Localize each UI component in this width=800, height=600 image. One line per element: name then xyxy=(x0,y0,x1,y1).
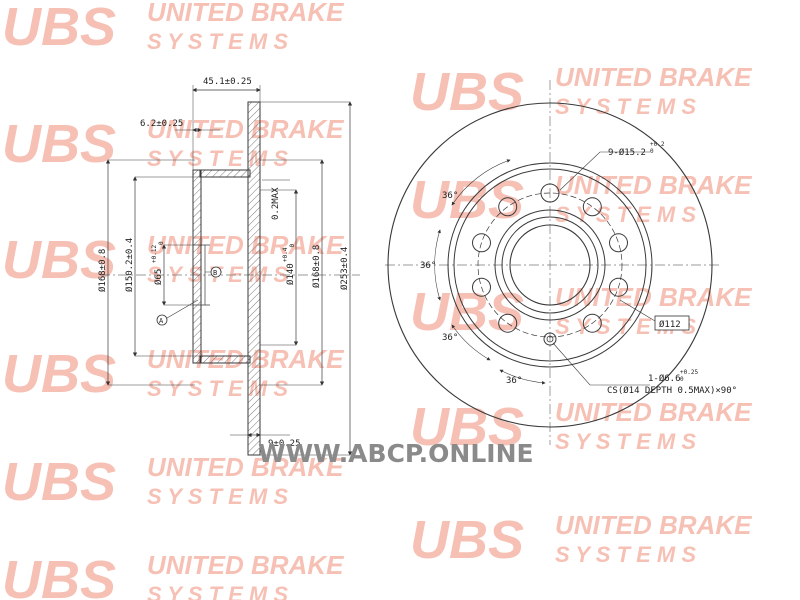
hat-inner-dim: Ø150.2±0.4 xyxy=(124,238,135,292)
svg-text:UNITED BRAKE: UNITED BRAKE xyxy=(147,114,344,144)
disc-diameter-dim: Ø253±0.4 xyxy=(339,247,350,290)
svg-text:UBS: UBS xyxy=(410,397,524,457)
bolt-hole xyxy=(472,277,491,297)
side-view xyxy=(100,85,360,456)
hub-inner-circle xyxy=(501,216,599,314)
friction-inner-circle xyxy=(447,162,653,368)
svg-text:S Y S T E M S: S Y S T E M S xyxy=(555,542,696,567)
svg-text:UBS: UBS xyxy=(2,550,116,600)
svg-text:UBS: UBS xyxy=(2,114,116,174)
bolt-hole xyxy=(582,313,602,333)
center-bore-dim: Ø65 xyxy=(153,269,164,285)
countersink-dim: CS(Ø14 DEPTH 0.5MAX)×90° xyxy=(607,385,737,396)
angle-label-4: 36° xyxy=(506,376,522,386)
svg-text:UNITED BRAKE: UNITED BRAKE xyxy=(555,62,752,92)
bolt-hole xyxy=(609,233,628,253)
svg-text:B: B xyxy=(213,269,217,277)
svg-text:S Y S T E M S: S Y S T E M S xyxy=(147,29,288,54)
svg-text:UBS: UBS xyxy=(2,230,116,290)
svg-text:UBS: UBS xyxy=(410,62,524,122)
disc-outer-circle xyxy=(387,102,713,428)
marker-a: A xyxy=(156,314,168,326)
runout-dim: 0.2MAX xyxy=(271,187,281,220)
svg-text:A: A xyxy=(159,317,164,325)
bolt-hole xyxy=(609,277,628,297)
bolt-holes-dim: 9-Ø15.2 xyxy=(608,147,646,158)
hat-outer-circle xyxy=(453,168,647,362)
hat-inner2-dim: Ø140 xyxy=(285,263,296,285)
svg-text:UBS: UBS xyxy=(410,510,524,570)
svg-text:UBS: UBS xyxy=(410,282,524,342)
angle-label-3: 36° xyxy=(442,333,458,343)
pcd-dim: Ø112 xyxy=(659,319,681,330)
angle-label-1: 36° xyxy=(442,191,458,201)
hub-outer-dim: Ø168±0.8 xyxy=(97,249,108,292)
svg-text:UBS: UBS xyxy=(2,0,116,57)
hole-pcd-circle xyxy=(477,192,623,338)
disc-thickness-dim: 9±0.25 xyxy=(268,439,301,449)
hub-outer2-dim: Ø168±0.8 xyxy=(311,245,322,288)
flange-dim: 6.2±0.25 xyxy=(140,119,183,129)
angle-label-2: 36° xyxy=(420,261,436,271)
svg-text:UNITED BRAKE: UNITED BRAKE xyxy=(555,170,752,200)
hat-inner2-tol: +0.40 xyxy=(282,244,296,262)
front-view xyxy=(385,80,720,445)
ubs-watermark-tile: UBS UNITED BRAKE S Y S T E M S xyxy=(2,550,344,600)
svg-text:S Y S T E M S: S Y S T E M S xyxy=(555,429,696,454)
hub-circle xyxy=(494,209,606,321)
marker-b: B xyxy=(210,266,222,278)
locator-hole-dim: 1-Ø6.6 xyxy=(648,373,681,384)
site-watermark: WWW.ABCP.ONLINE xyxy=(258,439,534,468)
svg-text:UBS: UBS xyxy=(2,452,116,512)
svg-text:UNITED BRAKE: UNITED BRAKE xyxy=(555,397,752,427)
side-view-labels: 45.1±0.25 6.2±0.25 0.2MAX Ø168±0.8 Ø150.… xyxy=(97,77,350,449)
svg-text:UNITED BRAKE: UNITED BRAKE xyxy=(555,282,752,312)
overall-thickness-dim: 45.1±0.25 xyxy=(203,77,252,87)
svg-text:S Y S T E M S: S Y S T E M S xyxy=(147,376,288,401)
bolt-hole xyxy=(582,197,602,217)
bolt-hole xyxy=(472,233,491,253)
svg-text:S Y S T E M S: S Y S T E M S xyxy=(147,146,288,171)
center-bore-tol: +0.120 xyxy=(151,241,165,263)
svg-text:UNITED BRAKE: UNITED BRAKE xyxy=(555,510,752,540)
bolt-hole xyxy=(540,183,560,203)
svg-text:UNITED BRAKE: UNITED BRAKE xyxy=(147,0,344,27)
svg-text:S Y S T E M S: S Y S T E M S xyxy=(147,582,288,600)
svg-text:UNITED BRAKE: UNITED BRAKE xyxy=(147,452,344,482)
bolt-hole xyxy=(498,313,518,333)
svg-text:UNITED BRAKE: UNITED BRAKE xyxy=(147,550,344,580)
bolt-holes xyxy=(472,183,628,333)
svg-text:S Y S T E M S: S Y S T E M S xyxy=(555,94,696,119)
svg-text:S Y S T E M S: S Y S T E M S xyxy=(147,484,288,509)
svg-text:UBS: UBS xyxy=(2,344,116,404)
center-bore-circle xyxy=(509,224,591,306)
